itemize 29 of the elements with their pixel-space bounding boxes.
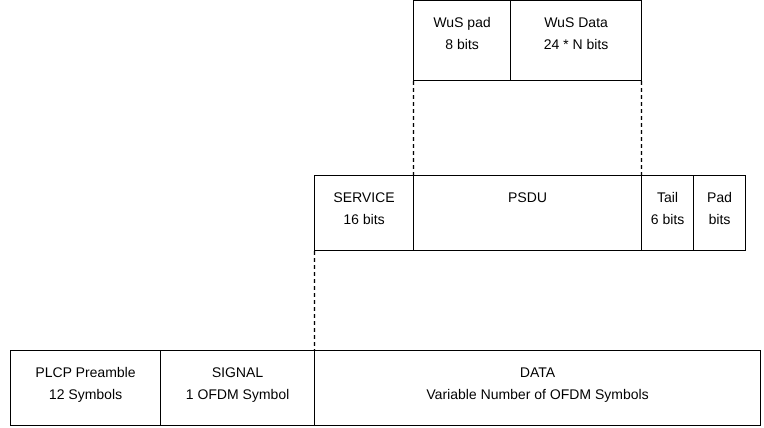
field-size: Variable Number of OFDM Symbols	[426, 385, 649, 404]
field-box	[413, 175, 642, 251]
field-name: DATA	[520, 363, 556, 382]
field-box	[314, 175, 414, 251]
field-name: WuS Data	[544, 13, 608, 32]
field-name: PLCP Preamble	[35, 363, 136, 382]
dashed-line	[412, 81, 414, 175]
field-box	[160, 350, 315, 426]
field-name: SERVICE	[333, 188, 395, 207]
field-name: WuS pad	[433, 13, 491, 32]
field-name: Tail	[656, 188, 678, 207]
field-size: 16 bits	[343, 210, 385, 229]
field-box	[510, 0, 642, 81]
field-box	[10, 350, 161, 426]
field-size: 24 * N bits	[544, 35, 608, 54]
field-size: 12 Symbols	[48, 385, 122, 404]
field-box	[314, 350, 761, 426]
dashed-line	[640, 81, 642, 175]
field-box	[693, 175, 746, 251]
field-box	[413, 0, 511, 81]
field-box	[641, 175, 694, 251]
field-name: SIGNAL	[212, 363, 264, 382]
field-name: Pad	[707, 188, 732, 207]
field-size: 1 OFDM Symbol	[186, 385, 290, 404]
field-size: bits	[708, 210, 730, 229]
field-name: PSDU	[508, 188, 547, 207]
field-size: 8 bits	[445, 35, 479, 54]
field-size: 6 bits	[650, 210, 684, 229]
dashed-line	[314, 251, 316, 350]
